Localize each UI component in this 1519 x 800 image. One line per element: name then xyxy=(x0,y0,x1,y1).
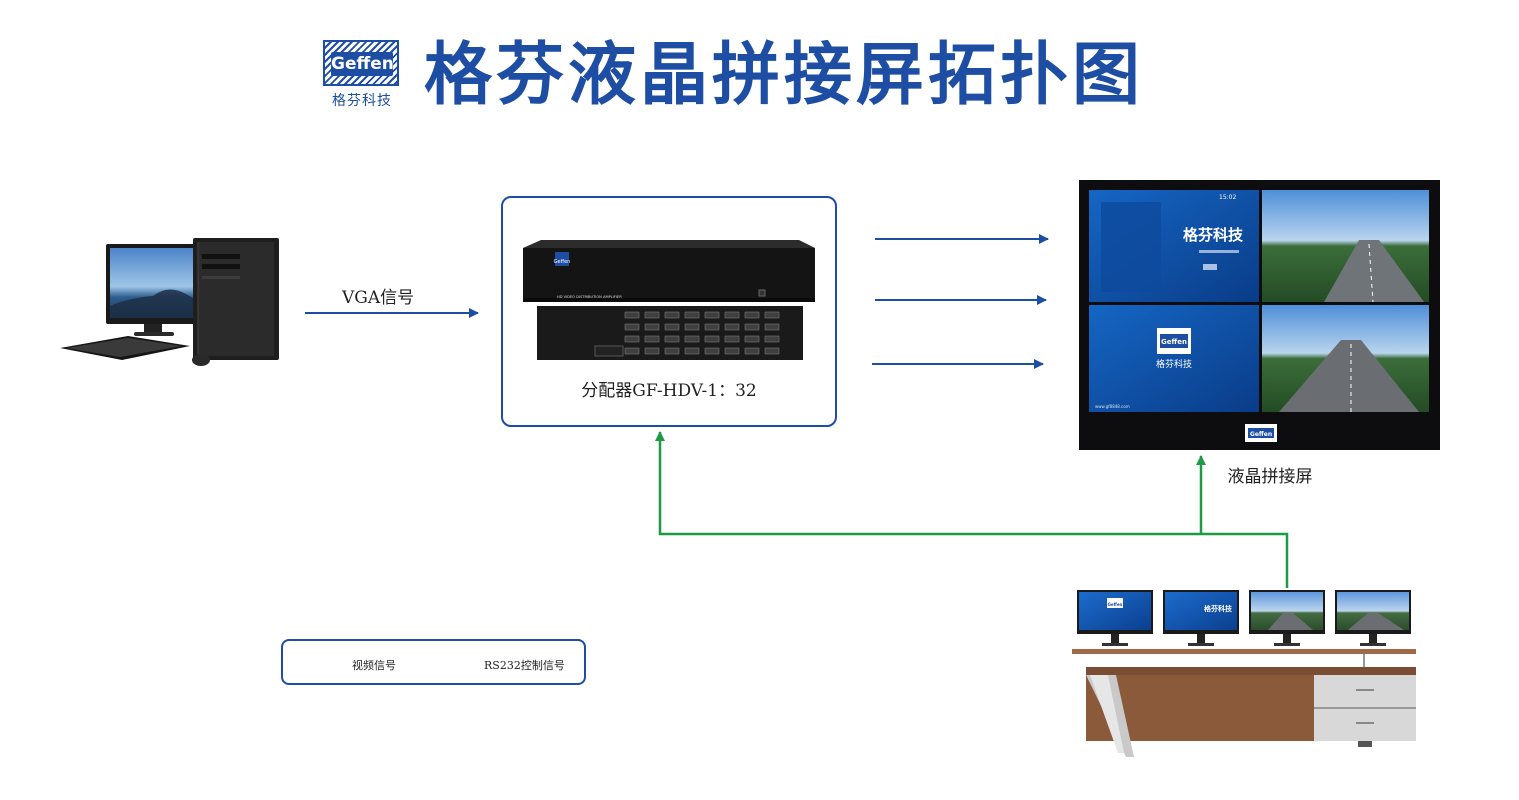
wall-screen-1-brand: 格芬科技 xyxy=(1183,226,1244,244)
wall-screen-3: Geffen 格芬科技 www.gf8848.com xyxy=(1089,305,1259,412)
rs232-control-path xyxy=(655,431,1289,588)
pc-monitor xyxy=(106,244,204,336)
logo-emblem: Geffen xyxy=(323,40,399,86)
wall-screen-1-url: www.gf8848.com xyxy=(1095,404,1130,409)
desk-monitor-1-logo: Geffen xyxy=(1108,602,1123,607)
wall-screen-4 xyxy=(1262,305,1429,412)
desk-top-shelf xyxy=(1072,649,1416,654)
pc-tower xyxy=(193,238,279,360)
video-wall-screens: 15:02 格芬科技 Geffen 格芬科技 www.gf8848.com Ge… xyxy=(1089,190,1429,442)
desk-monitor-1: Geffen xyxy=(1077,590,1153,646)
wall-bottom-logo: Geffen xyxy=(1250,431,1272,438)
distributor-illustration: Geffen HD VIDEO DISTRIBUTION AMPLIFIER xyxy=(523,240,815,360)
control-desk-illustration: Geffen 格芬科技 xyxy=(1072,590,1416,757)
legend-box xyxy=(281,639,586,685)
distributor-panel-text: HD VIDEO DISTRIBUTION AMPLIFIER xyxy=(557,295,622,299)
distributor-caption: 分配器GF-HDV-1：32 xyxy=(581,381,757,401)
desk-monitor-4 xyxy=(1335,590,1411,646)
pc-mouse xyxy=(192,354,210,366)
video-wall-label: 液晶拼接屏 xyxy=(1227,467,1313,487)
legend-rs232-label: RS232控制信号 xyxy=(484,659,565,672)
desk-monitor-2: 格芬科技 xyxy=(1163,590,1239,646)
desk-monitor-3 xyxy=(1249,590,1325,646)
geffen-logo: Geffen 格芬科技 xyxy=(323,40,401,112)
logo-word: Geffen xyxy=(331,52,394,76)
wall-screen-3-logo: Geffen xyxy=(1161,338,1187,346)
desk-body xyxy=(1086,667,1416,757)
logo-company-name: 格芬科技 xyxy=(332,93,392,109)
wall-screen-2 xyxy=(1262,190,1429,303)
legend-video-label: 视频信号 xyxy=(352,659,396,672)
desk-monitor-2-brand: 格芬科技 xyxy=(1204,604,1233,613)
wall-screen-1: 15:02 格芬科技 xyxy=(1089,190,1259,302)
wall-screen-3-brand: 格芬科技 xyxy=(1156,358,1192,370)
distributor-rear-panel xyxy=(537,306,803,360)
page-title: 格芬液晶拼接屏拓扑图 xyxy=(424,35,1145,115)
vga-signal-label: VGA信号 xyxy=(342,288,415,308)
wall-screen-1-time: 15:02 xyxy=(1219,194,1236,201)
pc-keyboard xyxy=(60,336,190,360)
source-pc-illustration xyxy=(60,238,279,366)
distributor-front-panel: Geffen HD VIDEO DISTRIBUTION AMPLIFIER xyxy=(523,240,815,302)
distributor-panel-brand: Geffen xyxy=(554,259,571,265)
